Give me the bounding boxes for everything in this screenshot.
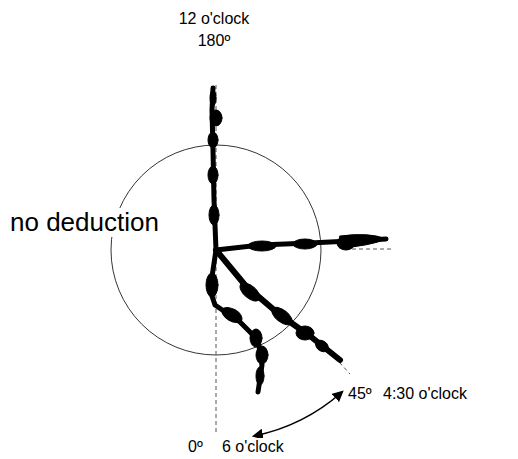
limb-up [208, 88, 222, 250]
clock-position-label: 4:30 o'clock [381, 385, 469, 403]
angle-arc [254, 392, 342, 436]
clock-position-label: 6 o'clock [220, 438, 286, 456]
limb-diagonal [216, 250, 340, 360]
angle-label: 180º [196, 32, 233, 50]
clock-position-label: 12 o'clock [177, 10, 252, 28]
angle-label: 0º [186, 438, 205, 456]
angle-label: 45º [346, 385, 374, 403]
limb-right [216, 235, 386, 251]
limb-down [206, 250, 268, 392]
zone-label: no deduction [8, 208, 161, 237]
